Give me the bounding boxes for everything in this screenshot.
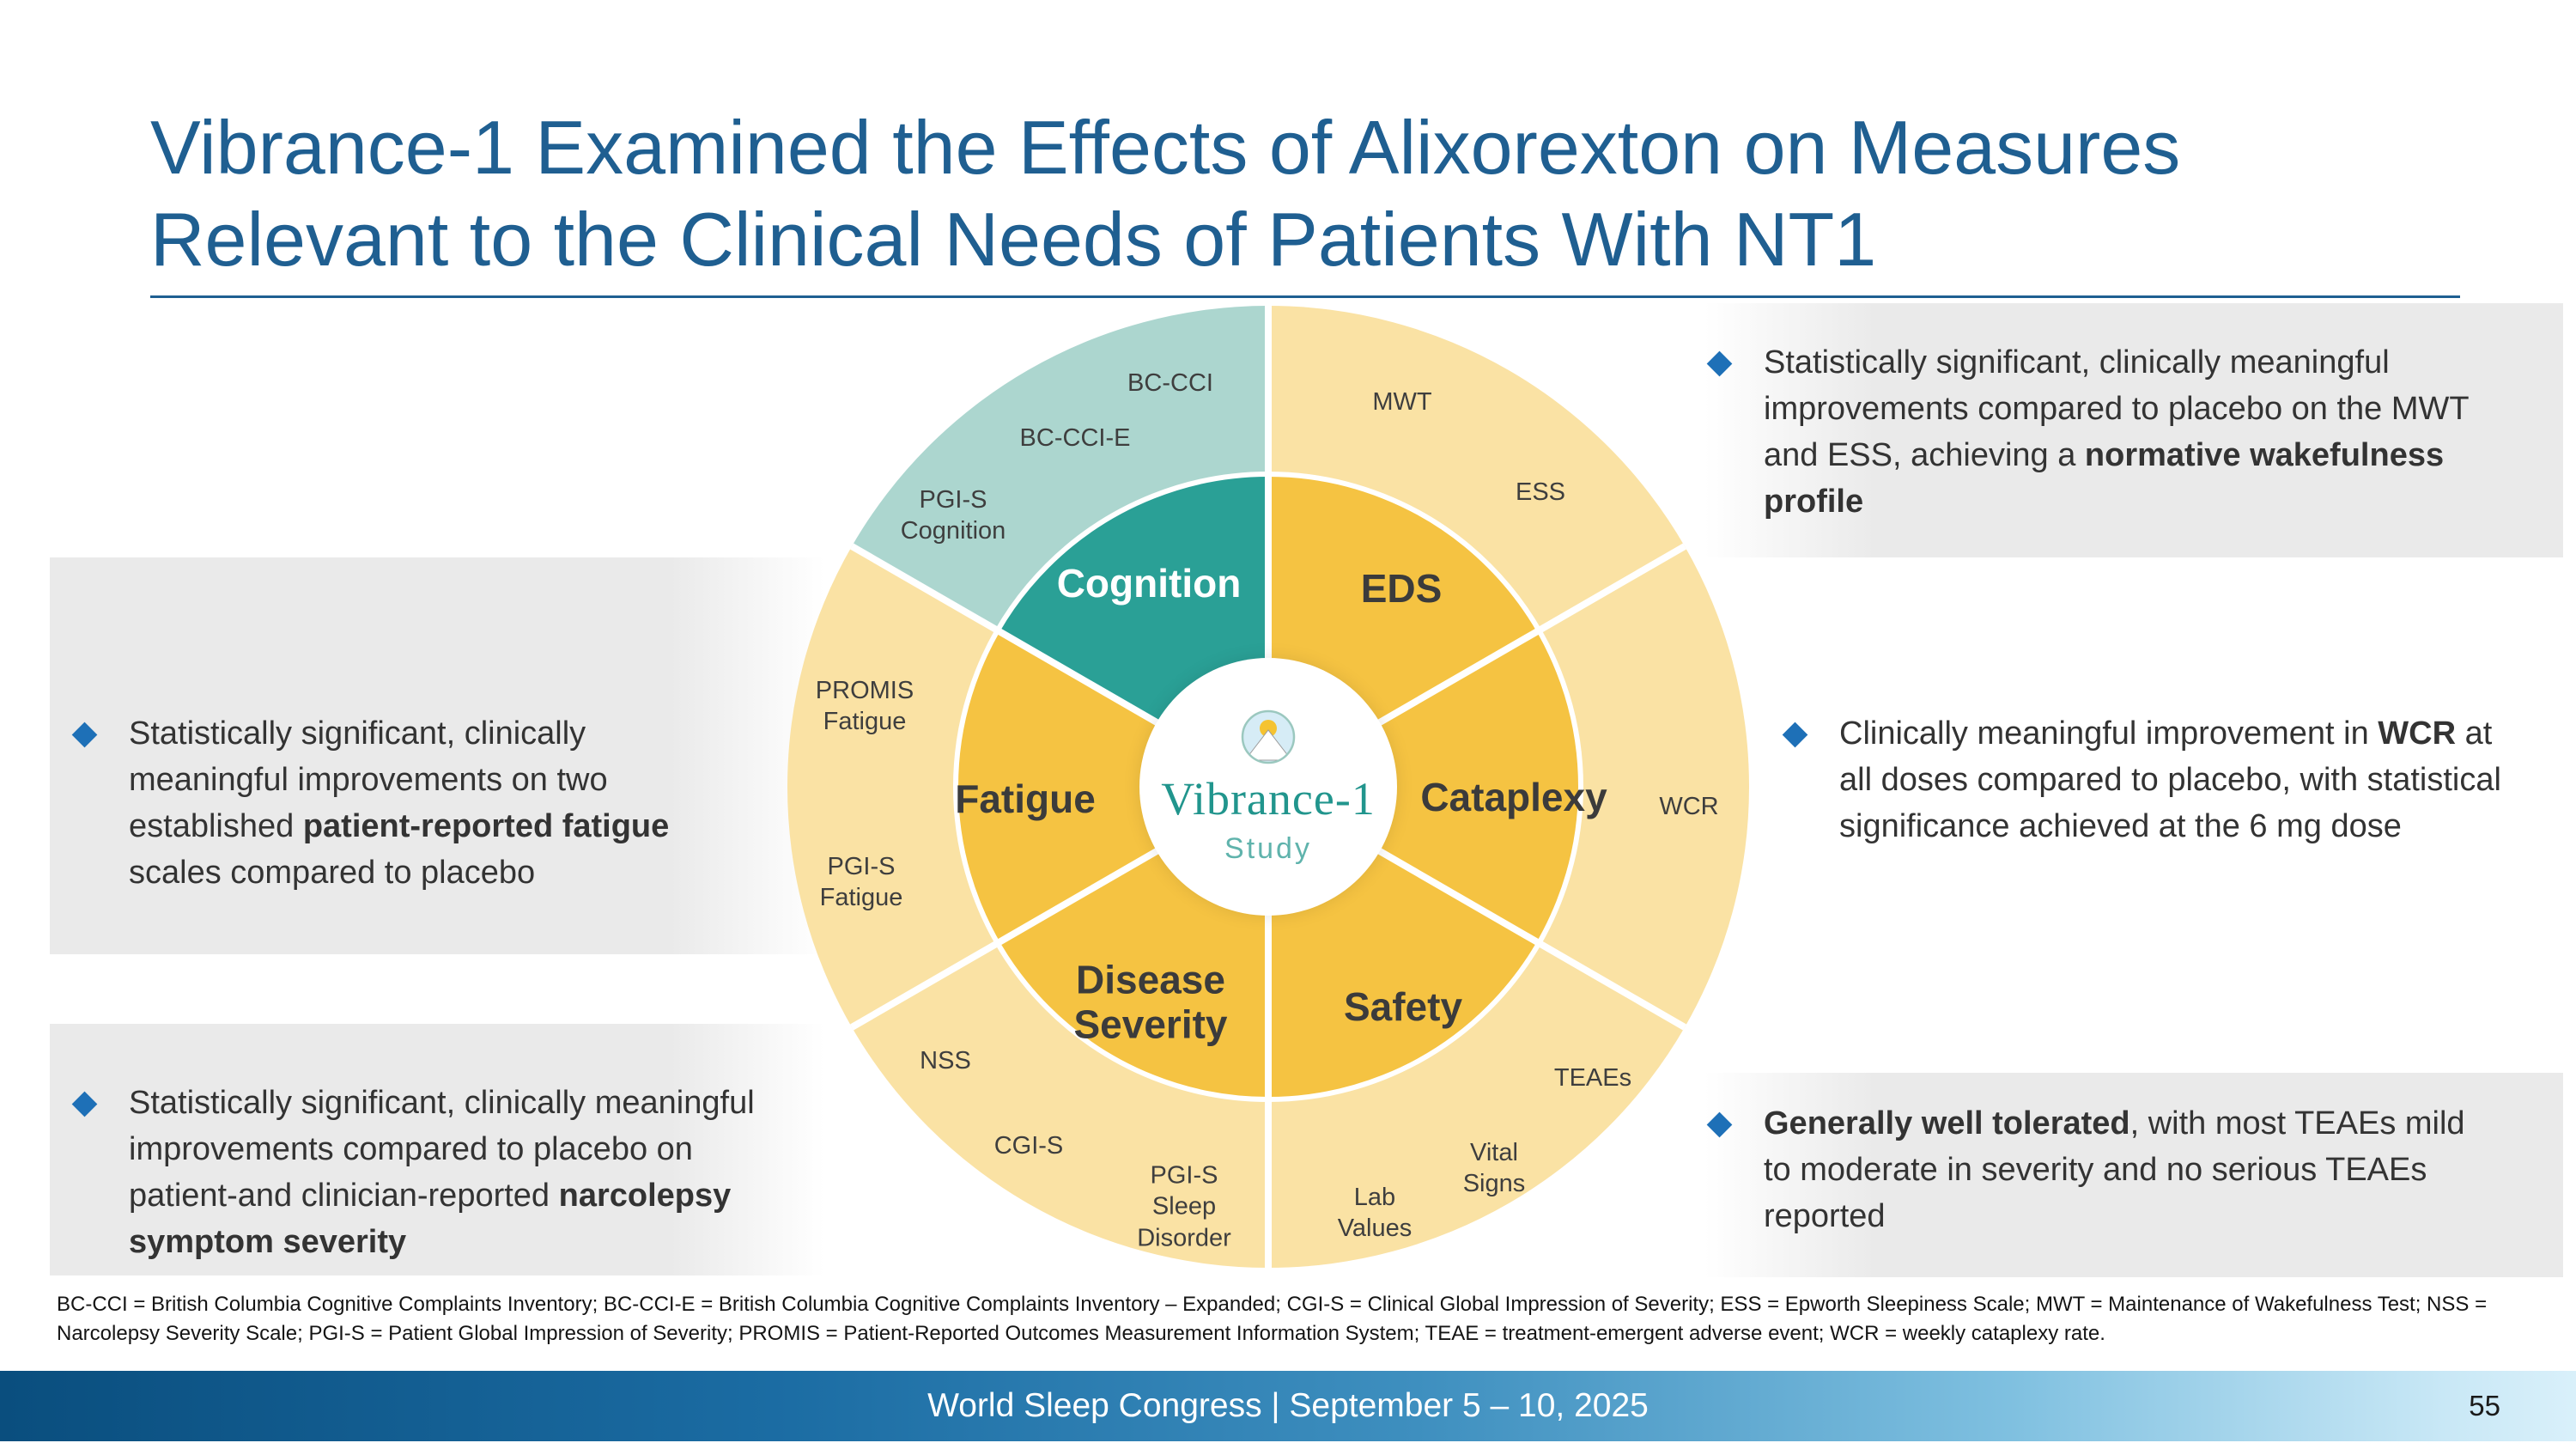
callout-top-right: Statistically significant, clinically me…: [1706, 340, 2476, 526]
callout-text-eds: Statistically significant, clinically me…: [1764, 340, 2476, 526]
diamond-bullet-icon: [1706, 1111, 1733, 1138]
measure-label-bc-cci-e: BC-CCI-E: [1019, 423, 1131, 452]
measure-label-pgi-s-cognition: PGI-S Cognition: [900, 485, 1006, 545]
measure-label-mwt: MWT: [1372, 387, 1432, 416]
callout-text-cataplexy: Clinically meaningful improvement in WCR…: [1839, 711, 2526, 850]
callout-text-severity: Statistically significant, clinically me…: [129, 1081, 756, 1266]
study-subtitle: Study: [1224, 831, 1312, 865]
callout-middle-left: Statistically significant, clinically me…: [71, 711, 696, 897]
panel-bottom-left: [50, 1024, 824, 1275]
callout-text-part: , with most TEAEs mild to moderate in se…: [1764, 1105, 2465, 1234]
measure-label-bc-cci: BC-CCI: [1127, 368, 1213, 397]
measure-label-cgi-s: CGI-S: [993, 1131, 1064, 1160]
segment-label-safety: Safety: [1343, 984, 1463, 1030]
callout-bottom-left: Statistically significant, clinically me…: [71, 1081, 756, 1266]
callout-text-part-bold: normative wakefulness profile: [1764, 436, 2445, 520]
mountain-sun-icon: [1241, 709, 1296, 764]
diamond-bullet-icon: [71, 721, 98, 748]
footnote-abbreviations: BC-CCI = British Columbia Cognitive Comp…: [57, 1293, 2488, 1345]
outcomes-wheel: Cognition EDS Cataplexy Safety Disease S…: [779, 297, 1758, 1276]
diamond-bullet-icon: [1706, 350, 1733, 377]
measure-label-teaes: TEAEs: [1553, 1063, 1632, 1092]
study-logo-badge: Vibrance-1 Study: [1139, 658, 1397, 916]
panel-top-right: [1704, 303, 2563, 557]
callout-text-part-bold: patient-reported fatigue: [302, 807, 670, 844]
footer-bar: World Sleep Congress | September 5 – 10,…: [0, 1371, 2576, 1441]
measure-label-wcr: WCR: [1659, 792, 1719, 820]
callout-text-part: Clinically meaningful improvement in: [1839, 715, 2379, 752]
wheel-graphic: [787, 306, 1750, 1268]
panel-middle-left: [50, 557, 824, 954]
callout-text-part-bold: Generally well tolerated: [1764, 1105, 2130, 1142]
measure-label-ess: ESS: [1515, 478, 1566, 506]
page-title: Vibrance-1 Examined the Effects of Alixo…: [150, 105, 2181, 283]
callout-bottom-right: Generally well tolerated, with most TEAE…: [1706, 1101, 2494, 1240]
diamond-bullet-icon: [1782, 721, 1808, 748]
page-number: 55: [2469, 1390, 2500, 1422]
callout-text-part: at all doses compared to placebo, with s…: [1839, 715, 2501, 844]
study-name: Vibrance-1: [1161, 772, 1376, 825]
callout-text-fatigue: Statistically significant, clinically me…: [129, 711, 696, 897]
callout-text-part: Statistically significant, clinically me…: [129, 1085, 755, 1214]
callout-text-part: scales compared to placebo: [129, 854, 536, 891]
segment-label-fatigue: Fatigue: [955, 776, 1096, 822]
measure-label-vital-signs: Vital Signs: [1462, 1138, 1526, 1197]
callout-text-part: Statistically significant, clinically me…: [129, 715, 608, 844]
callout-text-part-bold: narcolepsy symptom severity: [129, 1177, 732, 1260]
segment-label-cataplexy: Cataplexy: [1420, 775, 1607, 820]
measure-label-pgi-s-fatigue: PGI-S Fatigue: [819, 852, 903, 911]
segment-label-disease-severity: Disease Severity: [1073, 957, 1228, 1046]
callout-text-safety: Generally well tolerated, with most TEAE…: [1764, 1101, 2494, 1240]
callout-text-part-bold: WCR: [2378, 715, 2457, 752]
panel-bottom-right: [1704, 1073, 2563, 1277]
title-underline: [150, 295, 2460, 298]
measure-label-pgi-s-sleep-disorder: PGI-S Sleep Disorder: [1137, 1161, 1231, 1252]
measure-label-promis-fatigue: PROMIS Fatigue: [815, 676, 914, 735]
segment-label-cognition: Cognition: [1056, 561, 1242, 606]
segment-label-eds: EDS: [1360, 566, 1443, 612]
callout-text-part: Statistically significant, clinically me…: [1764, 344, 2469, 473]
measure-label-nss: NSS: [920, 1046, 971, 1075]
footer-text: World Sleep Congress | September 5 – 10,…: [927, 1387, 1649, 1424]
diamond-bullet-icon: [71, 1091, 98, 1117]
callout-middle-right: Clinically meaningful improvement in WCR…: [1782, 711, 2526, 850]
measure-label-lab-values: Lab Values: [1337, 1183, 1413, 1242]
